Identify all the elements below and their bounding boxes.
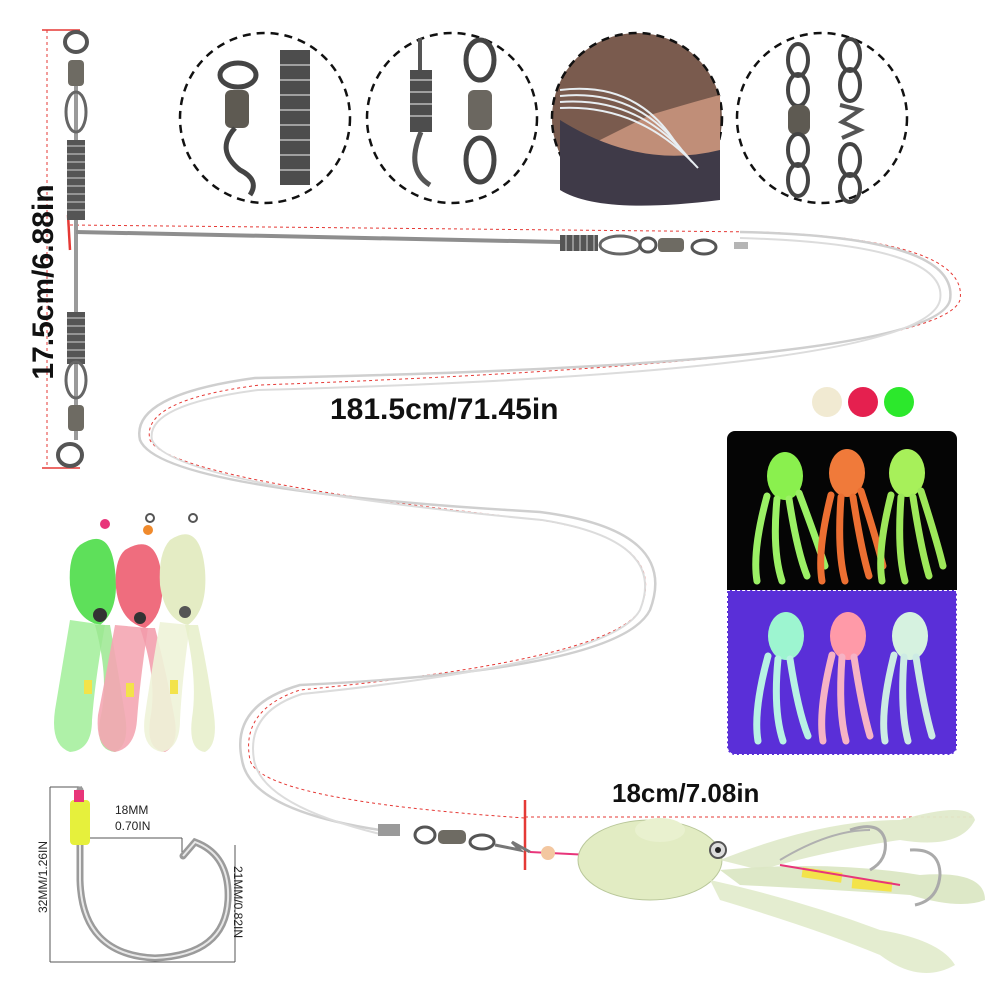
leader-line-inner xyxy=(150,237,942,835)
crimp-sleeve-top xyxy=(734,242,748,249)
lure-bead xyxy=(541,846,555,860)
main-squid-lure xyxy=(577,810,985,973)
leader-line-outer xyxy=(138,230,952,832)
hook-gap-mm-label: 18MM xyxy=(115,803,149,817)
lure-snap xyxy=(494,840,531,854)
squid-lure-green xyxy=(54,513,155,752)
top-swivel-barrel xyxy=(68,60,84,86)
hook-eye-wrap xyxy=(74,790,84,802)
glow-squid-lime xyxy=(877,449,947,585)
glow-in-dark-photo xyxy=(727,431,957,591)
hook-width-label: 21MM/0.82IN xyxy=(231,865,245,939)
fishing-line-detail xyxy=(550,31,724,206)
uv-squid-white xyxy=(880,612,936,745)
skirt-length-label: 18cm/7.08in xyxy=(612,778,760,808)
top-spring xyxy=(67,140,85,220)
arm-end-ring-b xyxy=(690,238,718,256)
uv-squid-green xyxy=(753,612,812,745)
squid-lure-white xyxy=(144,513,215,752)
glow-squid-green xyxy=(752,452,829,585)
total-length-cap xyxy=(66,214,72,251)
arm-end-loop xyxy=(598,234,642,256)
hook-sleeve xyxy=(70,800,90,845)
arm-length-label: 17.5cm/6.88in xyxy=(27,184,60,380)
bottom-spring xyxy=(67,312,85,364)
color-swatch-pink xyxy=(848,387,878,417)
hook-length-label: 32MM/1.26IN xyxy=(36,840,50,914)
lure-swivel xyxy=(438,830,466,844)
bottom-loop xyxy=(64,360,88,400)
top-ring xyxy=(63,30,89,54)
lure-swivel-ring-a xyxy=(413,825,437,845)
spring-swivel-detail xyxy=(365,31,539,205)
total-length-label: 181.5cm/71.45in xyxy=(330,393,559,426)
top-loop xyxy=(64,90,88,134)
spreader-arm-horizontal xyxy=(75,230,561,244)
uv-squid-pink xyxy=(818,612,874,745)
arm-end-swivel xyxy=(658,238,684,252)
hook-gap-in-label: 0.70IN xyxy=(115,819,151,833)
arm-end-spring xyxy=(560,235,598,251)
lure-swivel-ring-b xyxy=(468,833,496,851)
swivel-snap-detail xyxy=(178,31,352,205)
arm-end-ring-a xyxy=(638,236,658,254)
hook-diagram xyxy=(49,786,236,963)
uv-light-photo xyxy=(727,590,957,755)
color-swatch-green xyxy=(884,387,914,417)
chain-snap-detail xyxy=(735,31,909,205)
glow-squid-orange xyxy=(817,449,887,585)
crimp-sleeve-bottom xyxy=(378,824,400,836)
total-length-guide xyxy=(69,224,961,819)
bottom-swivel-barrel xyxy=(68,405,84,431)
color-swatch-cream xyxy=(812,387,842,417)
bottom-ring xyxy=(56,442,84,468)
